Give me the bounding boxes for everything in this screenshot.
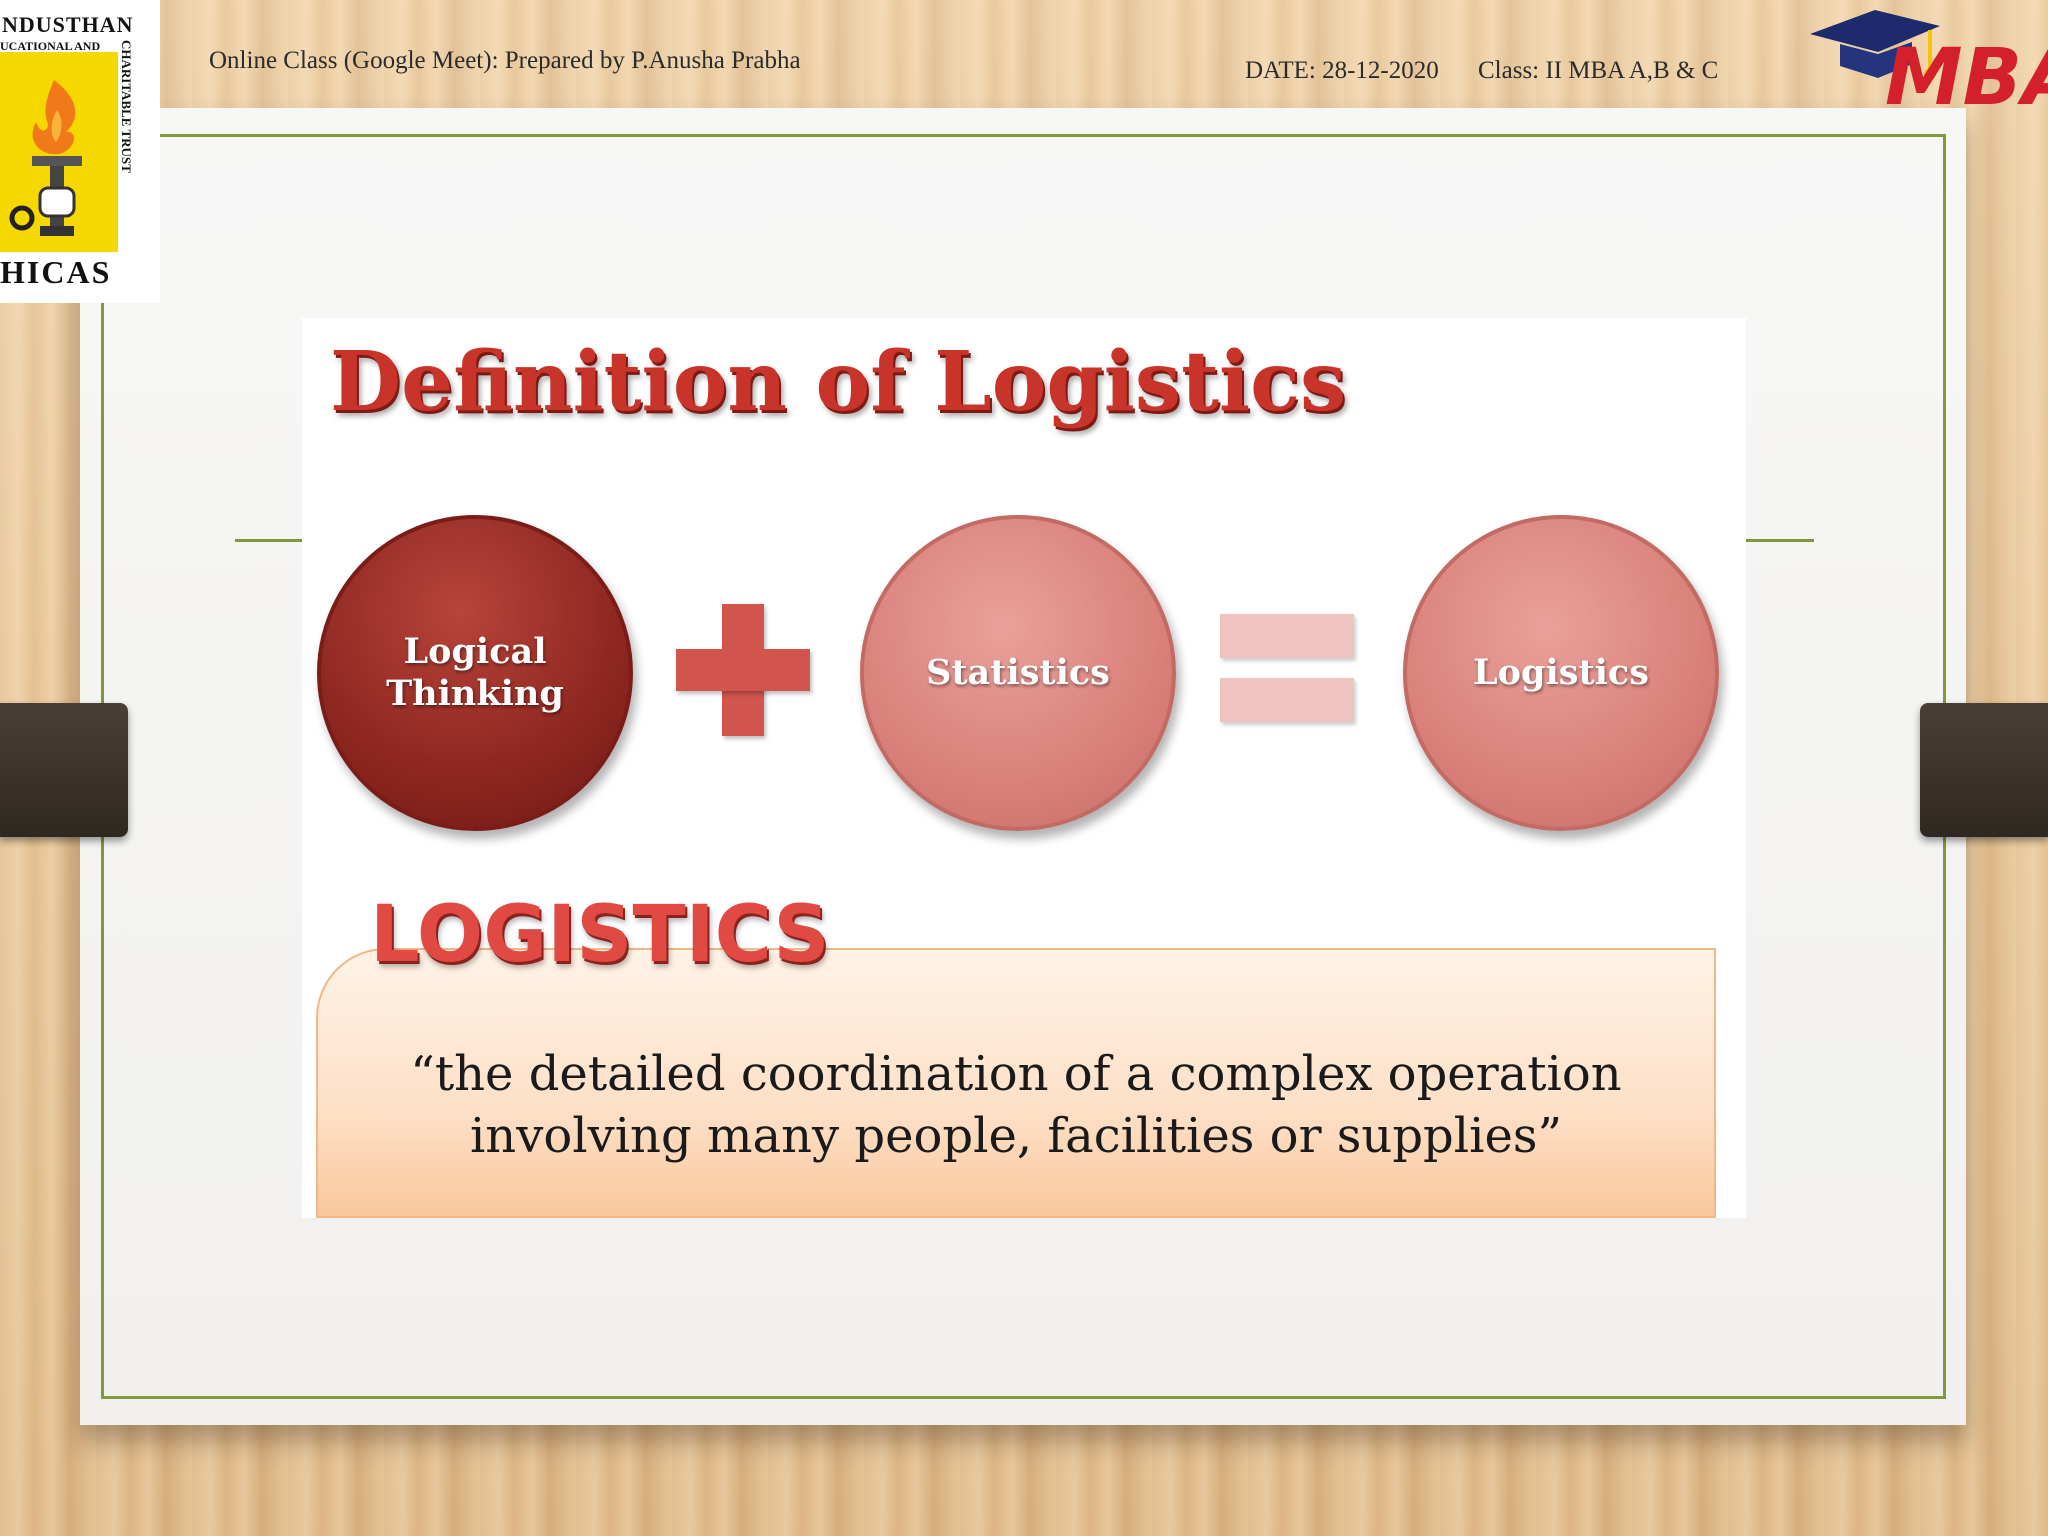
definition-label: LOGISTICS — [370, 890, 830, 980]
logo-text-top: NDUSTHAN — [2, 12, 134, 37]
definition-text: “the detailed coordination of a complex … — [410, 1046, 1622, 1164]
slide-title: Definition of Logistics — [330, 334, 1347, 430]
header-class: Class: II MBA A,B & C — [1478, 57, 1719, 84]
circle-logistics: Logistics — [1403, 515, 1719, 831]
header-prepared-by: Online Class (Google Meet): Prepared by … — [209, 47, 801, 74]
logo-text-vertical: CHARITABLE TRUST — [119, 40, 134, 173]
logo-text-hicas: HICAS — [0, 254, 112, 290]
graduation-cap-icon: MBA — [1810, 10, 2048, 123]
definition-box — [316, 948, 1716, 1218]
mba-logo-text: MBA — [1885, 33, 2048, 114]
equals-icon — [1220, 678, 1354, 722]
circle-statistics: Statistics — [860, 515, 1176, 831]
plus-icon — [676, 649, 810, 691]
circle-logical-thinking: Logical Thinking — [317, 515, 633, 831]
term-logistics: Logistics — [1473, 652, 1649, 693]
institution-logo: NDUSTHAN UCATIONAL AND CHARITABLE TRUST … — [0, 0, 160, 303]
binder-clip-left — [0, 703, 128, 837]
divider-line-right — [1744, 539, 1814, 542]
mba-logo: MBA — [1800, 4, 2048, 123]
equals-icon-top-bar — [1220, 614, 1354, 658]
binder-clip-right — [1920, 703, 2048, 837]
header-date: DATE: 28-12-2020 — [1245, 57, 1439, 84]
divider-line-left — [235, 539, 305, 542]
term-logical-thinking: Logical Thinking — [386, 631, 564, 714]
logo-text-sub: UCATIONAL AND — [0, 39, 101, 53]
torch-icon — [9, 80, 82, 236]
term-statistics: Statistics — [926, 652, 1110, 693]
